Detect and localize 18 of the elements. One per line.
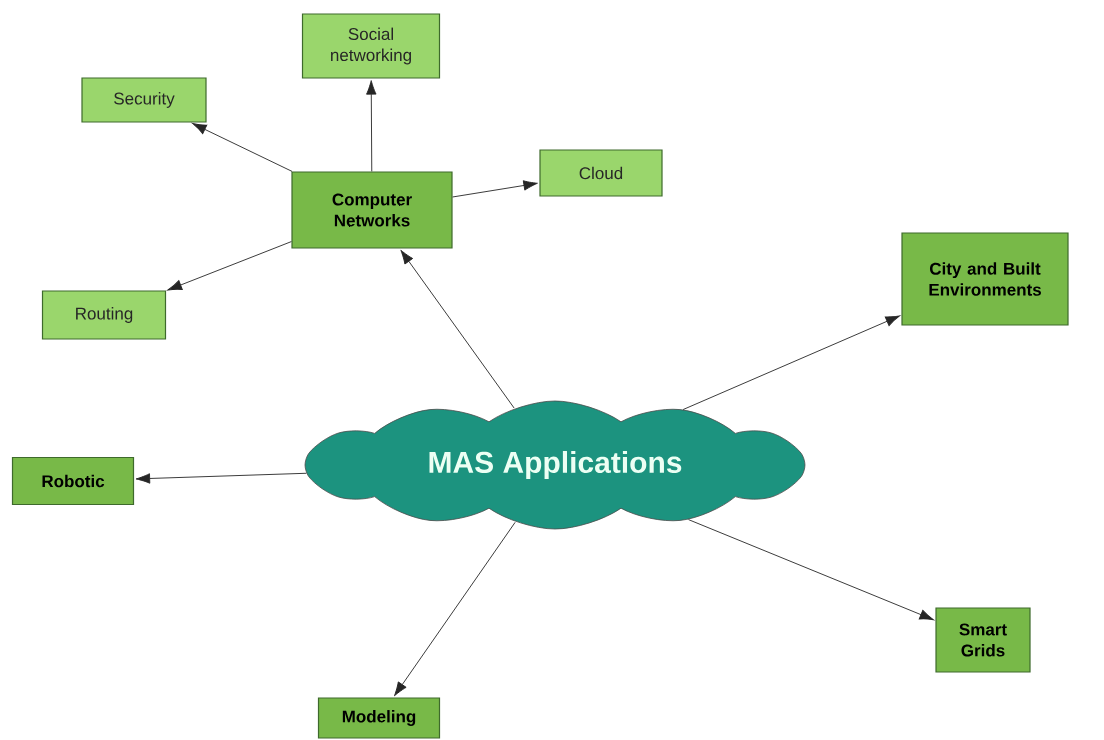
topic-box: Cloud [539, 149, 663, 197]
category-box: City and Built Environments [901, 232, 1069, 326]
category-box: Modeling [317, 697, 441, 739]
category-box: Computer Networks [291, 171, 453, 249]
arrow [366, 80, 377, 172]
arrow [167, 241, 292, 291]
topic-box: Social networking [301, 13, 441, 79]
category-box: Robotic [11, 456, 135, 506]
category-box: Smart Grids [935, 607, 1031, 673]
arrow [192, 123, 293, 172]
arrow [400, 249, 515, 409]
topic-box: Routing [41, 290, 167, 340]
arrow [394, 521, 516, 697]
arrow [688, 519, 934, 621]
arrow [135, 472, 307, 484]
topic-box: Security [81, 77, 207, 123]
arrow [682, 315, 900, 410]
arrow [452, 180, 538, 198]
